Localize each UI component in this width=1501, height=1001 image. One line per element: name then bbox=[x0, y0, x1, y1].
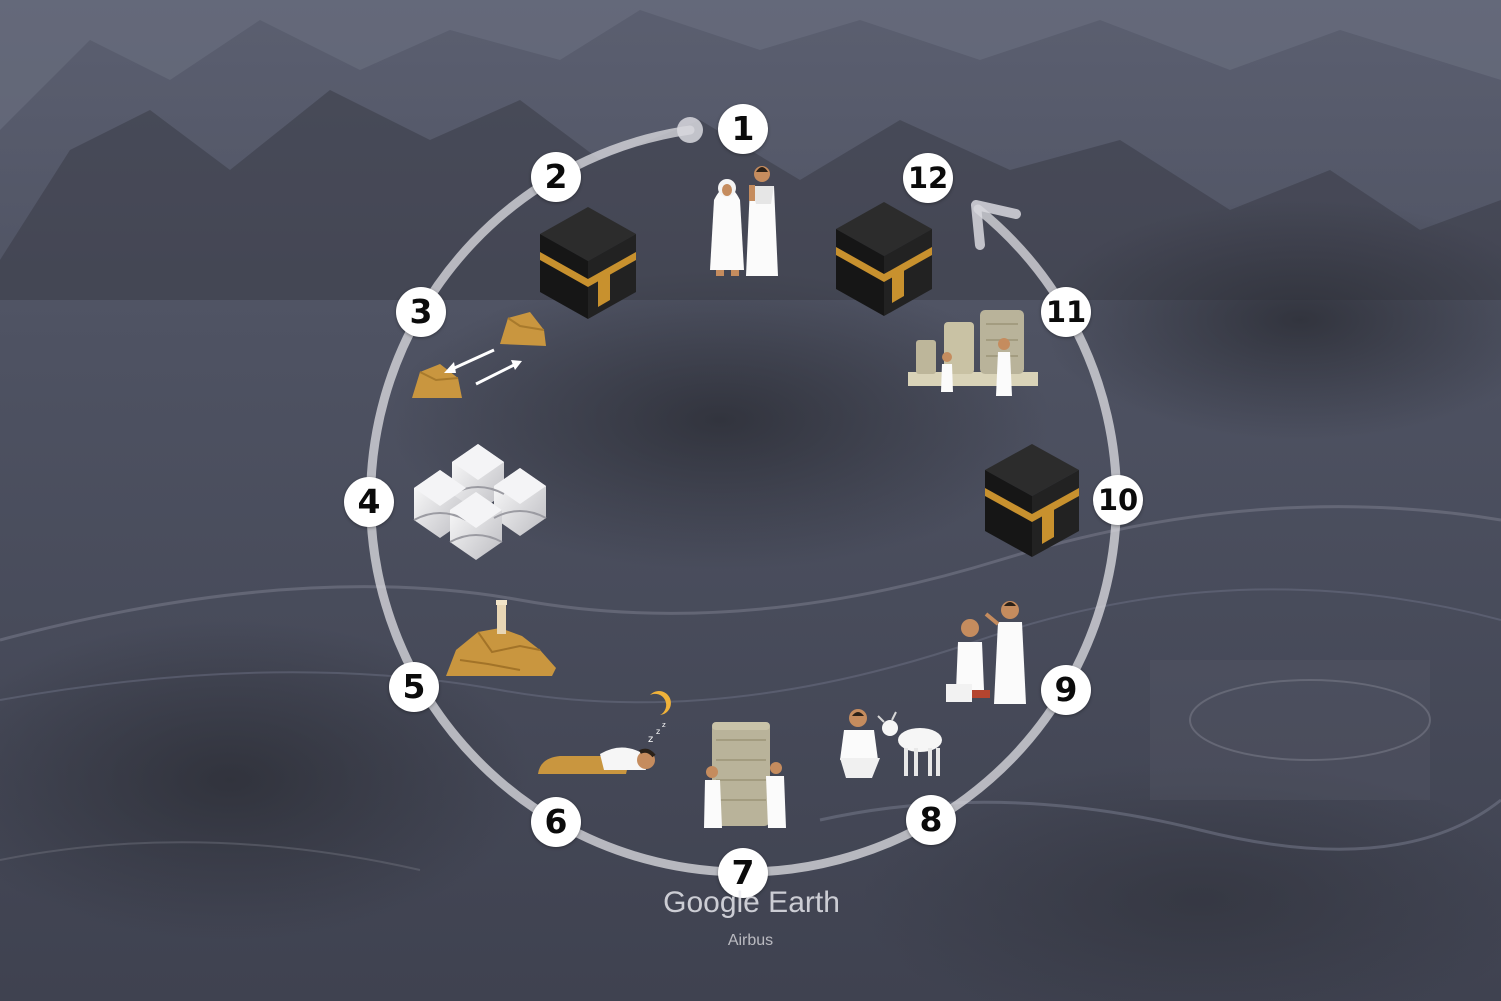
safa-marwa-rocks-icon bbox=[412, 312, 546, 398]
kaaba-icon bbox=[836, 202, 932, 316]
step-badge-9: 9 bbox=[1041, 665, 1091, 715]
step-badge-12: 12 bbox=[903, 153, 953, 203]
svg-text:z: z bbox=[656, 727, 660, 736]
jamarat-walls-icon bbox=[908, 310, 1038, 396]
mount-arafat-icon bbox=[446, 600, 556, 676]
svg-text:z: z bbox=[662, 721, 666, 729]
imagery-credit: Airbus bbox=[727, 932, 774, 949]
google-earth-watermark: Google Earth bbox=[663, 886, 840, 919]
pilgrims-in-ihram-icon bbox=[710, 166, 778, 276]
step-badge-4: 4 bbox=[344, 477, 394, 527]
step-badge-2: 2 bbox=[531, 152, 581, 202]
mina-tents-icon bbox=[413, 444, 547, 560]
step-badge-10: 10 bbox=[1093, 475, 1143, 525]
step-badge-5: 5 bbox=[389, 662, 439, 712]
step-badge-7: 7 bbox=[718, 848, 768, 898]
cycle-start-dot bbox=[677, 117, 703, 143]
kaaba-icon bbox=[985, 444, 1079, 557]
step-badge-11: 11 bbox=[1041, 287, 1091, 337]
step-badge-6: 6 bbox=[531, 797, 581, 847]
kaaba-icon bbox=[540, 207, 636, 319]
sleeping-pilgrim-moon-icon: z z z bbox=[538, 691, 671, 774]
step-badge-8: 8 bbox=[906, 795, 956, 845]
pilgrim-with-goat-icon bbox=[840, 709, 942, 778]
hair-shaving-icon bbox=[946, 601, 1026, 704]
jamarat-pillar-icon bbox=[704, 722, 786, 828]
cycle-arrowhead bbox=[971, 200, 1021, 250]
svg-text:z: z bbox=[648, 734, 653, 745]
step-badge-3: 3 bbox=[396, 287, 446, 337]
step-badge-1: 1 bbox=[718, 104, 768, 154]
